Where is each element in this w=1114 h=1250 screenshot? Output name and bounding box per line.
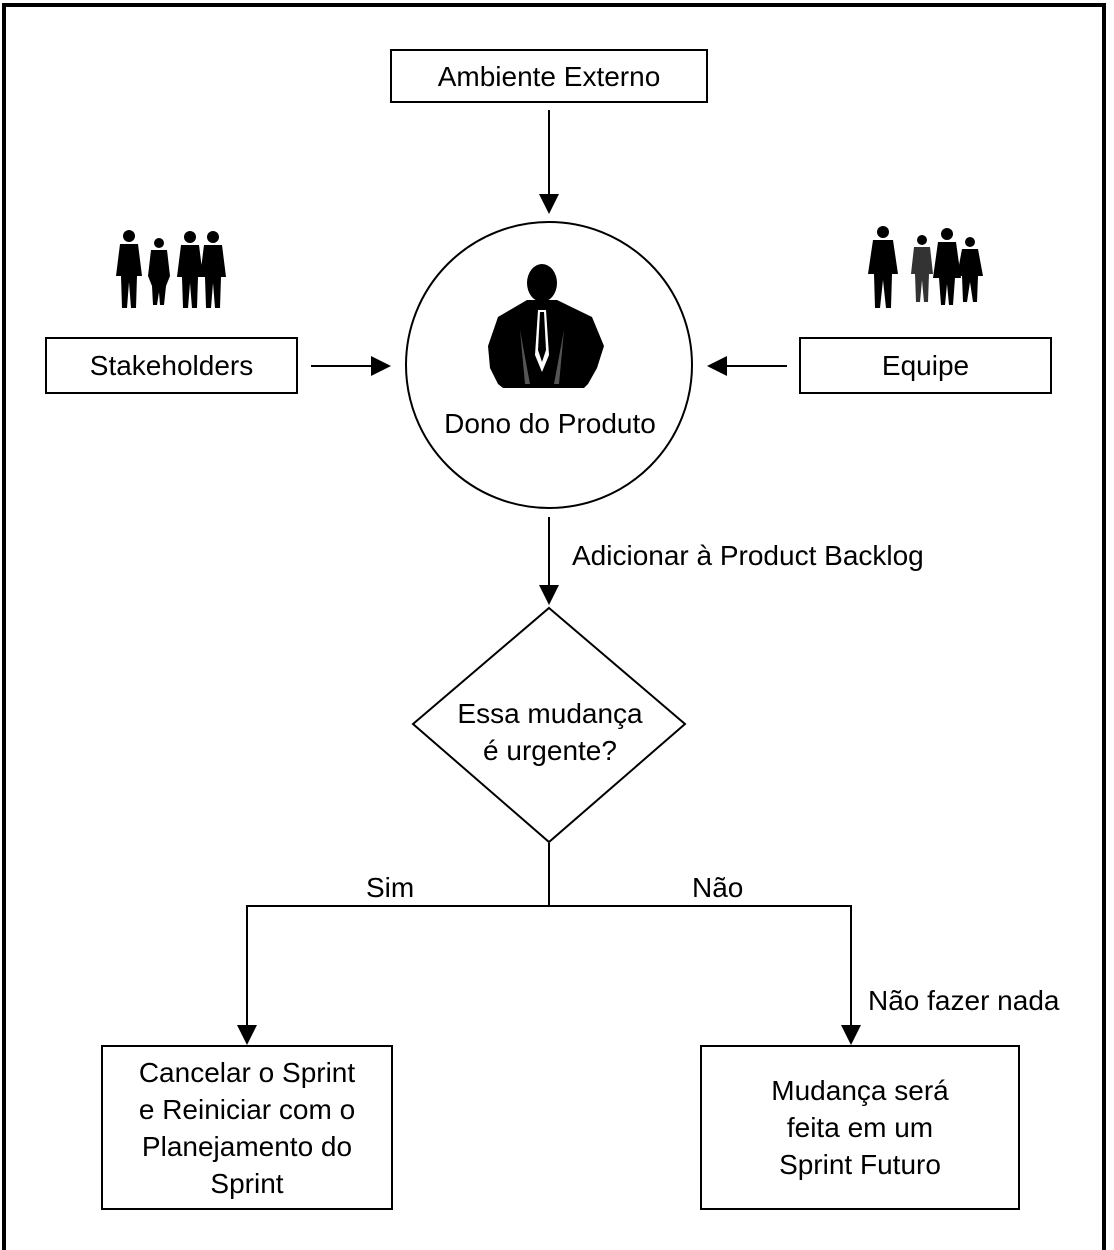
cancel-sprint-label: Cancelar o Sprint e Reiniciar com o Plan… [138, 1056, 356, 1199]
team-label: Equipe [881, 350, 970, 381]
edge-no-branch [549, 905, 861, 1045]
decision-label: Essa mudança é urgente? [457, 698, 643, 766]
add-backlog-label: Adicionar à Product Backlog [572, 540, 924, 571]
business-people-group-icon [868, 226, 983, 308]
stakeholders-node: Stakeholders [45, 337, 298, 394]
external-environment-label: Ambiente Externo [437, 60, 661, 92]
business-people-group-icon [116, 230, 226, 308]
edge-yes-branch [237, 905, 549, 1045]
stakeholders-label: Stakeholders [89, 350, 254, 381]
team-node: Equipe [799, 337, 1052, 394]
future-sprint-node: Mudança será feita em um Sprint Futuro [700, 1045, 1020, 1210]
businessman-icon [488, 264, 604, 388]
product-owner-label: Dono do Produto [444, 408, 656, 439]
diagram-frame [2, 3, 1106, 1250]
cancel-sprint-node: Cancelar o Sprint e Reiniciar com o Plan… [101, 1045, 393, 1210]
decision-node [411, 606, 687, 844]
external-environment-node: Ambiente Externo [390, 49, 708, 103]
do-nothing-label: Não fazer nada [868, 985, 1060, 1016]
no-label: Não [692, 872, 744, 903]
yes-label: Sim [366, 872, 415, 903]
future-sprint-label: Mudança será feita em um Sprint Futuro [771, 1075, 949, 1180]
